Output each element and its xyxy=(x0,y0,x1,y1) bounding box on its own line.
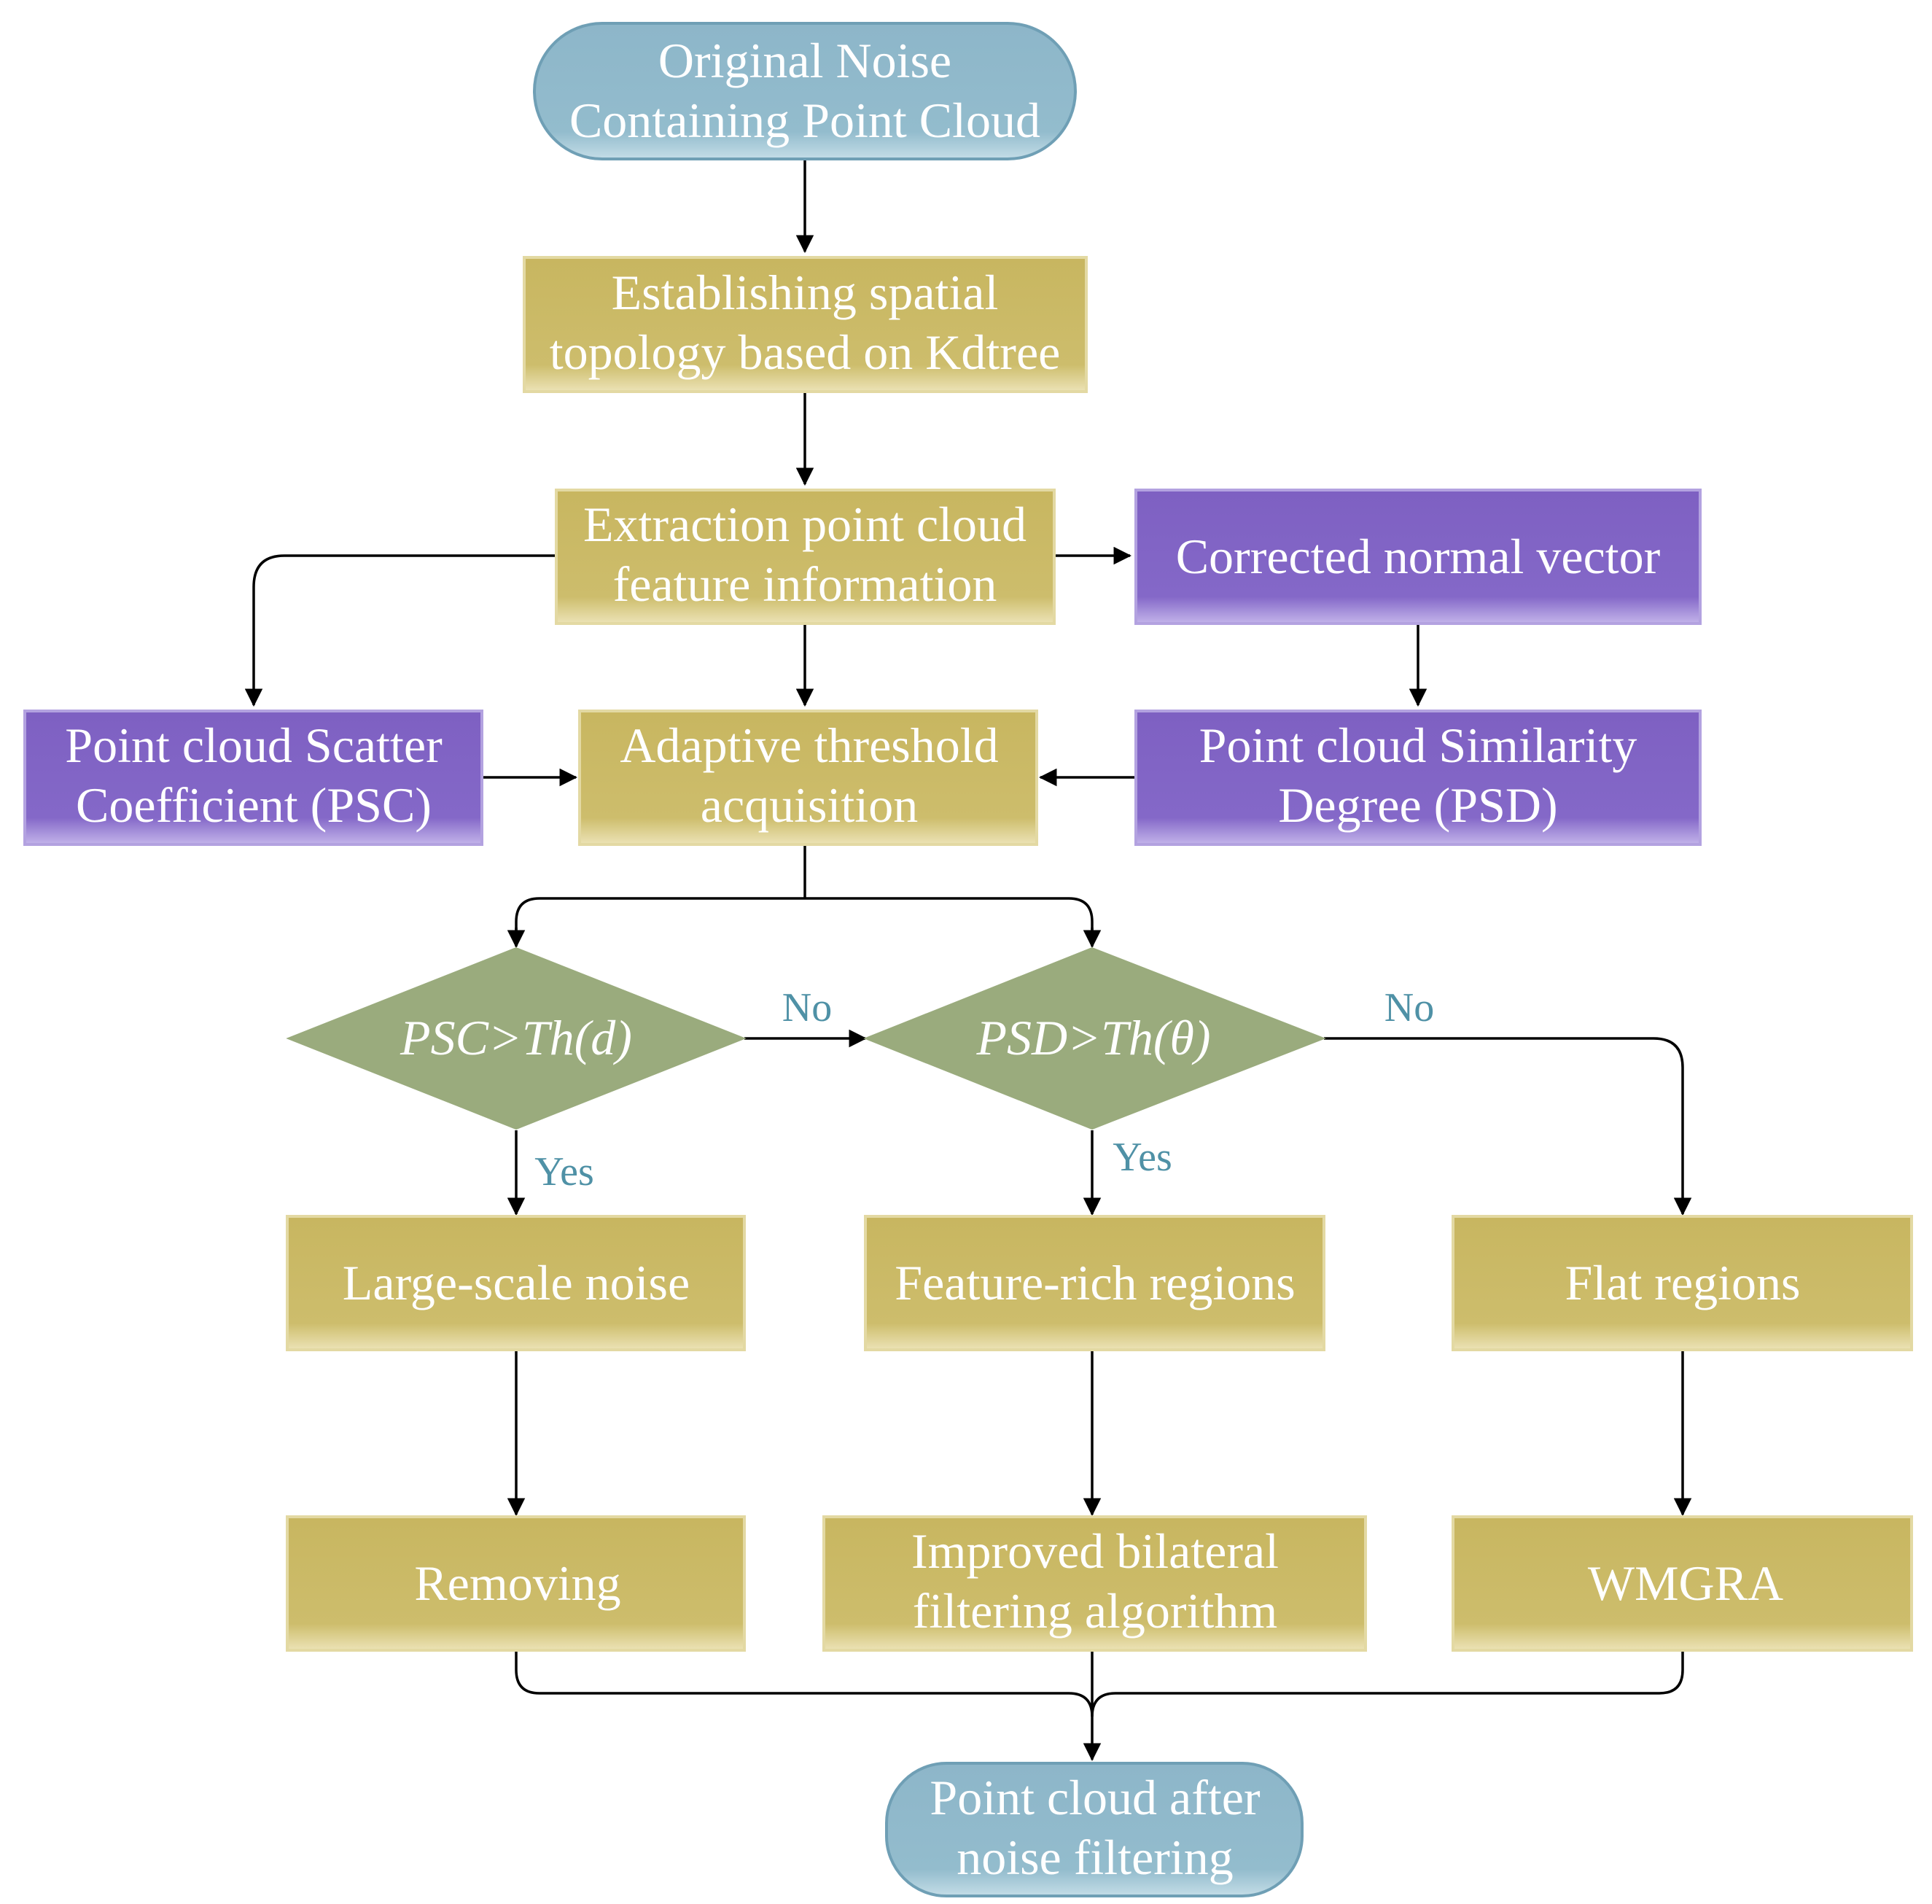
label-psc-yes: Yes xyxy=(534,1149,593,1194)
process-shape xyxy=(523,256,1088,393)
feature-shape xyxy=(23,710,483,846)
node-decision-psc: PSC>Th(d) xyxy=(286,947,747,1130)
node-removing: Removing xyxy=(286,1515,746,1652)
node-kdtree-line-2: topology based on Kdtree xyxy=(550,325,1061,380)
process-shape xyxy=(864,1215,1325,1351)
label-psc-no: No xyxy=(782,985,832,1030)
node-decision-psd-text: PSD>Th(θ) xyxy=(975,1010,1210,1065)
decision-shape xyxy=(863,947,1326,1130)
edge-merge xyxy=(515,1650,1684,1717)
node-start: Original Noise Containing Point Cloud xyxy=(533,22,1077,160)
node-decision-psd: PSD>Th(θ) xyxy=(863,947,1326,1130)
node-end: Point cloud after noise filtering xyxy=(885,1762,1304,1897)
node-threshold: Adaptive threshold acquisition xyxy=(578,710,1038,846)
process-shape xyxy=(286,1215,746,1351)
node-start-line-1: Original Noise xyxy=(658,33,951,88)
process-shape xyxy=(1452,1515,1913,1652)
node-kdtree-line-1: Establishing spatial xyxy=(612,265,999,320)
feature-shape xyxy=(1134,710,1702,846)
process-shape xyxy=(286,1515,746,1652)
node-start-line-2: Containing Point Cloud xyxy=(569,93,1040,148)
node-normal: Corrected normal vector xyxy=(1134,489,1702,625)
node-feature-rich-line-1: Feature-rich regions xyxy=(895,1255,1295,1310)
edge-psd-no xyxy=(1324,1037,1692,1216)
node-bilateral-line-2: filtering algorithm xyxy=(913,1583,1277,1639)
process-shape xyxy=(555,489,1056,625)
node-removing-line-1: Removing xyxy=(414,1555,620,1611)
label-psd-yes: Yes xyxy=(1113,1135,1172,1180)
process-shape xyxy=(822,1515,1367,1652)
edge-threshold-split xyxy=(515,845,1094,945)
node-decision-psc-text: PSC>Th(d) xyxy=(400,1010,632,1065)
node-psd-line-1: Point cloud Similarity xyxy=(1199,718,1637,773)
node-flat-line-1: Flat regions xyxy=(1565,1255,1801,1310)
process-shape xyxy=(578,710,1038,846)
edge-extraction-to-psc xyxy=(244,554,556,707)
node-kdtree: Establishing spatial topology based on K… xyxy=(523,256,1088,393)
node-flat: Flat regions xyxy=(1452,1215,1913,1351)
node-threshold-line-2: acquisition xyxy=(701,777,918,833)
node-feature-rich: Feature-rich regions xyxy=(864,1215,1325,1351)
label-psd-no: No xyxy=(1384,985,1434,1030)
node-wmgra-line-1: WMGRA xyxy=(1588,1555,1783,1611)
feature-shape xyxy=(1134,489,1702,625)
node-psd-line-2: Degree (PSD) xyxy=(1278,777,1557,833)
node-psc-line-2: Coefficient (PSC) xyxy=(76,777,432,833)
node-threshold-line-1: Adaptive threshold xyxy=(620,718,998,773)
node-end-line-1: Point cloud after xyxy=(930,1770,1261,1825)
node-bilateral: Improved bilateral filtering algorithm xyxy=(822,1515,1367,1652)
node-psd: Point cloud Similarity Degree (PSD) xyxy=(1134,710,1702,846)
node-normal-line-1: Corrected normal vector xyxy=(1176,529,1661,584)
node-large-noise: Large-scale noise xyxy=(286,1215,746,1351)
terminal-shape xyxy=(533,22,1077,160)
edges xyxy=(244,159,1692,1762)
node-psc: Point cloud Scatter Coefficient (PSC) xyxy=(23,710,483,846)
node-bilateral-line-1: Improved bilateral xyxy=(911,1523,1279,1579)
node-extraction: Extraction point cloud feature informati… xyxy=(555,489,1056,625)
terminal-shape xyxy=(885,1762,1304,1897)
node-extraction-line-1: Extraction point cloud xyxy=(583,497,1027,552)
decision-shape xyxy=(286,947,747,1130)
node-psc-line-1: Point cloud Scatter xyxy=(65,718,443,773)
node-end-line-2: noise filtering xyxy=(957,1830,1234,1885)
node-extraction-line-2: feature information xyxy=(613,556,997,612)
process-shape xyxy=(1452,1215,1913,1351)
node-large-noise-line-1: Large-scale noise xyxy=(343,1255,690,1310)
node-wmgra: WMGRA xyxy=(1452,1515,1913,1652)
